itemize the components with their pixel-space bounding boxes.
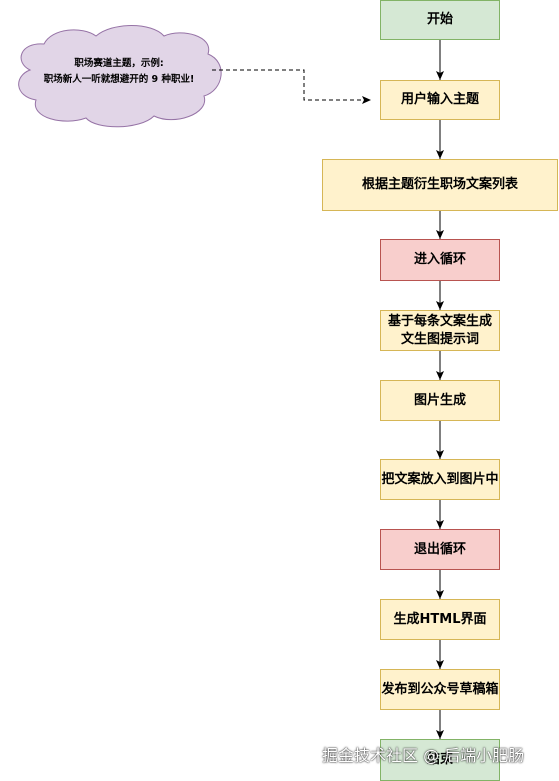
cloud-shape xyxy=(18,25,222,128)
cloud-note: 职场赛道主题，示例: 职场新人一听就想避开的 9 种职业! xyxy=(24,56,214,88)
watermark: 掘金技术社区 @ 后端小肥肠 xyxy=(322,746,525,765)
node-gen-prompt-line-2: 文生图提示词 xyxy=(400,331,479,347)
node-gen-prompt: 基于每条文案生成 文生图提示词 xyxy=(380,310,500,351)
node-start: 开始 xyxy=(380,0,500,40)
node-exit-loop: 退出循环 xyxy=(380,529,500,570)
cloud-line-2: 职场新人一听就想避开的 9 种职业! xyxy=(43,74,195,85)
cloud-line-1: 职场赛道主题，示例: xyxy=(74,58,164,69)
dashed-connector xyxy=(212,69,371,104)
node-publish: 发布到公众号草稿箱 xyxy=(380,669,500,710)
node-enter-loop: 进入循环 xyxy=(380,239,500,281)
node-gen-prompt-line-1: 基于每条文案生成 xyxy=(387,313,492,329)
node-input-topic: 用户输入主题 xyxy=(380,80,500,120)
node-put-text: 把文案放入到图片中 xyxy=(380,459,500,500)
node-gen-image: 图片生成 xyxy=(380,380,500,421)
node-derive-list: 根据主题衍生职场文案列表 xyxy=(322,159,558,211)
node-gen-html: 生成HTML界面 xyxy=(380,599,500,640)
